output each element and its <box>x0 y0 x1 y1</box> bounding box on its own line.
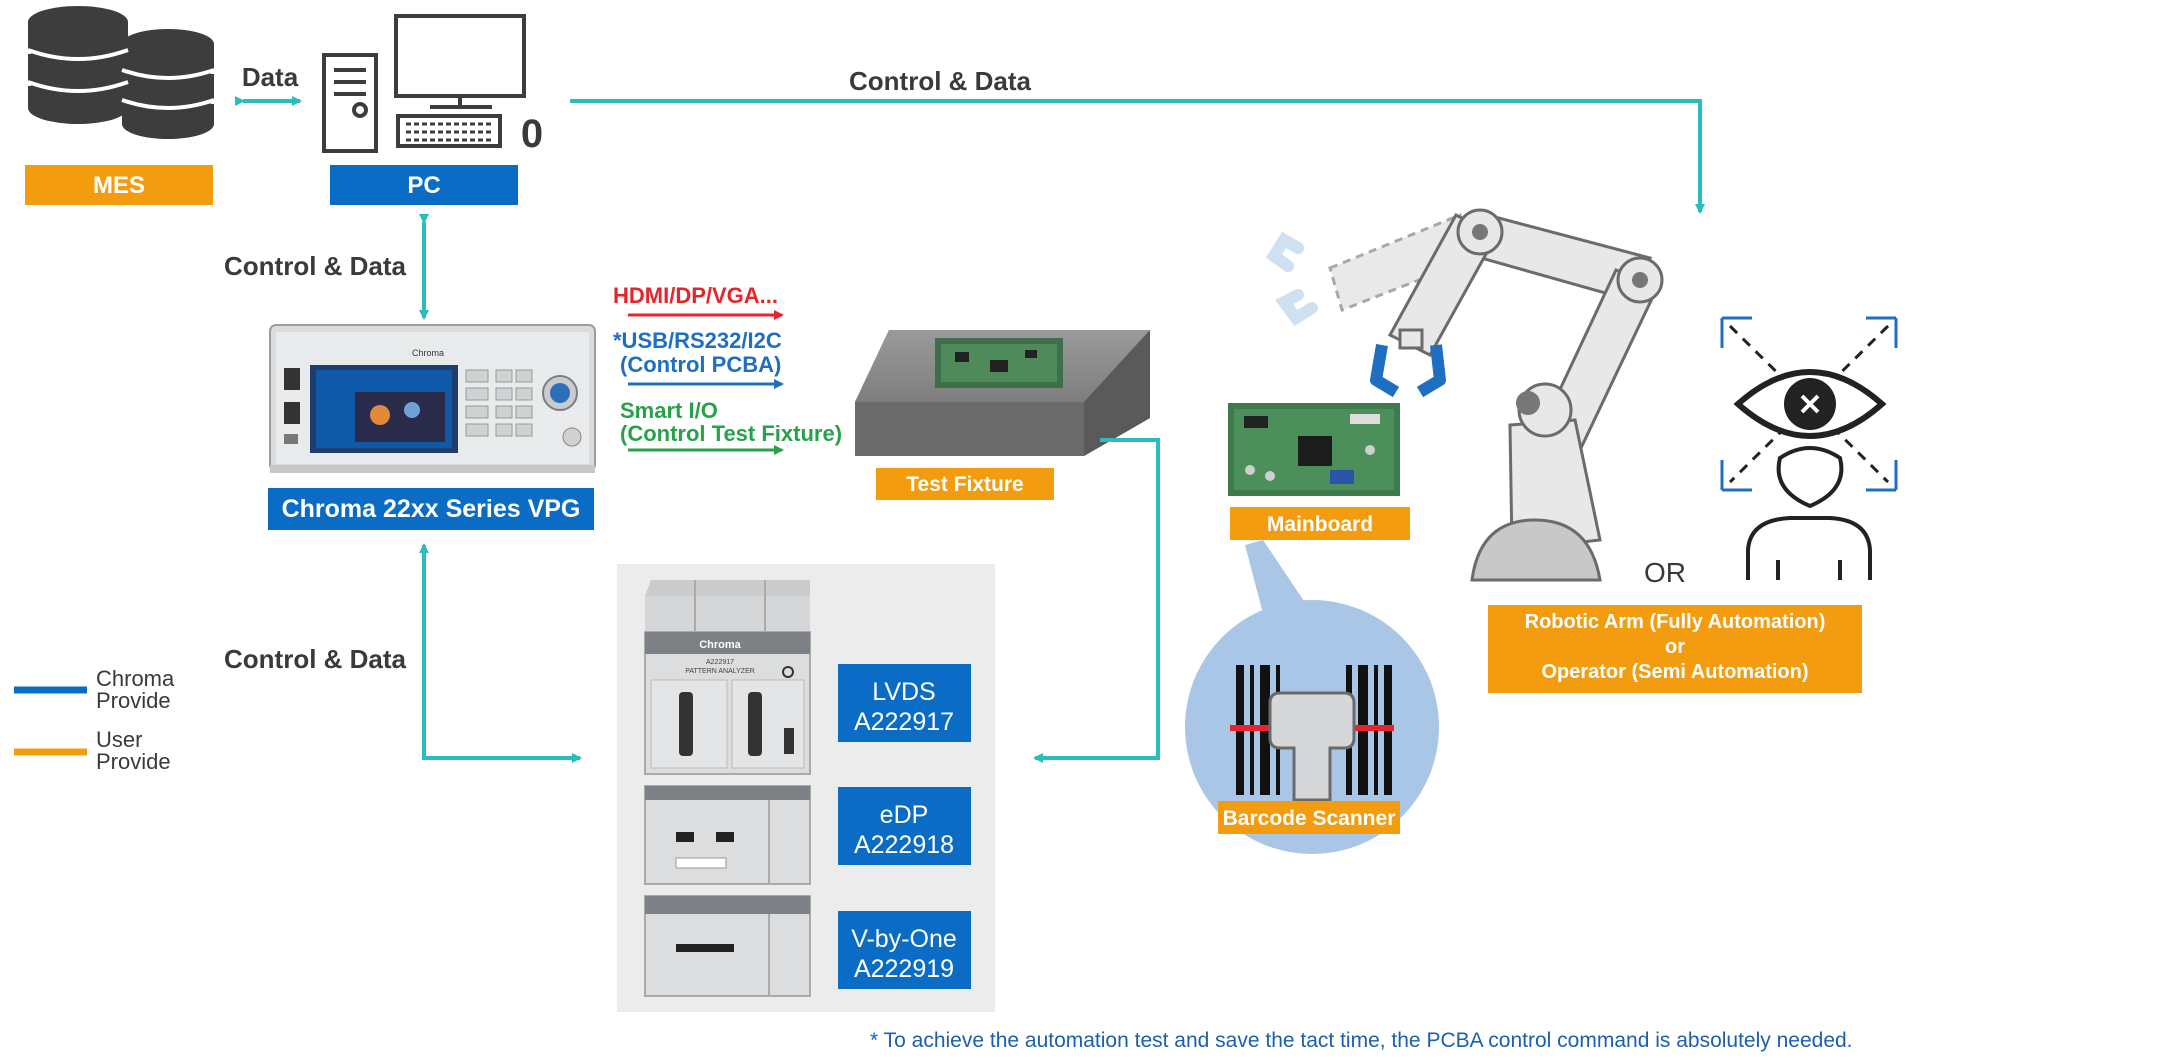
legend-user-1: User <box>96 727 142 752</box>
robot-operator-box <box>1488 605 1862 693</box>
hdmi-signal-label: HDMI/DP/VGA... <box>613 283 778 308</box>
robot-line-1: Robotic Arm (Fully Automation) <box>1525 611 1826 633</box>
legend-user-2: Provide <box>96 749 171 774</box>
test-fixture-label: Test Fixture <box>906 473 1023 496</box>
vbyone-name: V-by-One <box>851 925 957 953</box>
vbyone-model: A222919 <box>854 955 954 983</box>
fixture-analyzer-arrow <box>1033 438 1160 763</box>
analyzer-badge-edp: eDP A222918 <box>838 787 971 865</box>
control-data-top-label: Control & Data <box>849 66 1032 96</box>
analyzer-title-text: PATTERN ANALYZER <box>685 668 755 675</box>
mainboard-pcb <box>1228 403 1400 496</box>
pc-robot-arrow <box>570 99 1705 214</box>
database-icon <box>27 6 215 139</box>
mainboard-label-box <box>1230 507 1410 540</box>
vpg-device: Chroma <box>269 324 596 473</box>
analyzer-badge-vbyone: V-by-One A222919 <box>838 911 971 989</box>
analyzer-brand-text: Chroma <box>699 639 741 651</box>
pc-label-box <box>330 165 518 205</box>
vpg-analyzer-arrow <box>422 546 582 763</box>
smart-io-label-2: (Control Test Fixture) <box>620 421 842 446</box>
or-label: OR <box>1644 557 1686 588</box>
barcode-label-box <box>1218 801 1400 834</box>
scanner-icon <box>1268 691 1356 802</box>
data-label: Data <box>242 62 299 92</box>
pc-zero-glyph: 0 <box>521 112 543 156</box>
edp-model: A222918 <box>854 831 954 859</box>
control-data-vpg-analyzer-label: Control & Data <box>224 644 407 674</box>
vpg-brand-text: Chroma <box>412 348 444 358</box>
vpg-label: Chroma 22xx Series VPG <box>282 495 581 523</box>
legend-chroma-2: Provide <box>96 688 171 713</box>
legend: Chroma Provide User Provide <box>14 666 175 774</box>
smart-io-label-1: Smart I/O <box>620 398 718 423</box>
test-fixture-label-box <box>876 468 1054 500</box>
control-data-pc-vpg-label: Control & Data <box>224 251 407 281</box>
robotic-arm-icon <box>1265 208 1664 582</box>
barcode-label: Barcode Scanner <box>1223 807 1396 830</box>
operator-vision-icon <box>1720 316 1898 580</box>
footnote: * To achieve the automation test and sav… <box>870 1029 1853 1052</box>
analyzer-model-text: A222917 <box>706 659 734 666</box>
lvds-model: A222917 <box>854 708 954 736</box>
mes-label-box <box>25 165 213 205</box>
robot-line-3: Operator (Semi Automation) <box>1541 661 1808 683</box>
computer-icon <box>322 14 526 153</box>
usb-signal-label-2: (Control PCBA) <box>620 352 781 377</box>
pc-label: PC <box>407 172 440 199</box>
analyzer-badge-lvds: LVDS A222917 <box>838 664 971 742</box>
robot-line-2: or <box>1665 636 1685 658</box>
legend-chroma-1: Chroma <box>96 666 175 691</box>
mes-label: MES <box>93 172 145 199</box>
lvds-name: LVDS <box>872 678 935 706</box>
vpg-label-box <box>268 488 594 530</box>
edp-name: eDP <box>880 801 929 829</box>
mainboard-label: Mainboard <box>1267 513 1373 536</box>
usb-signal-label-1: *USB/RS232/I2C <box>613 328 782 353</box>
test-fixture-box <box>855 330 1150 456</box>
analyzer-rack-device: Chroma A222917 PATTERN ANALYZER <box>644 580 811 997</box>
